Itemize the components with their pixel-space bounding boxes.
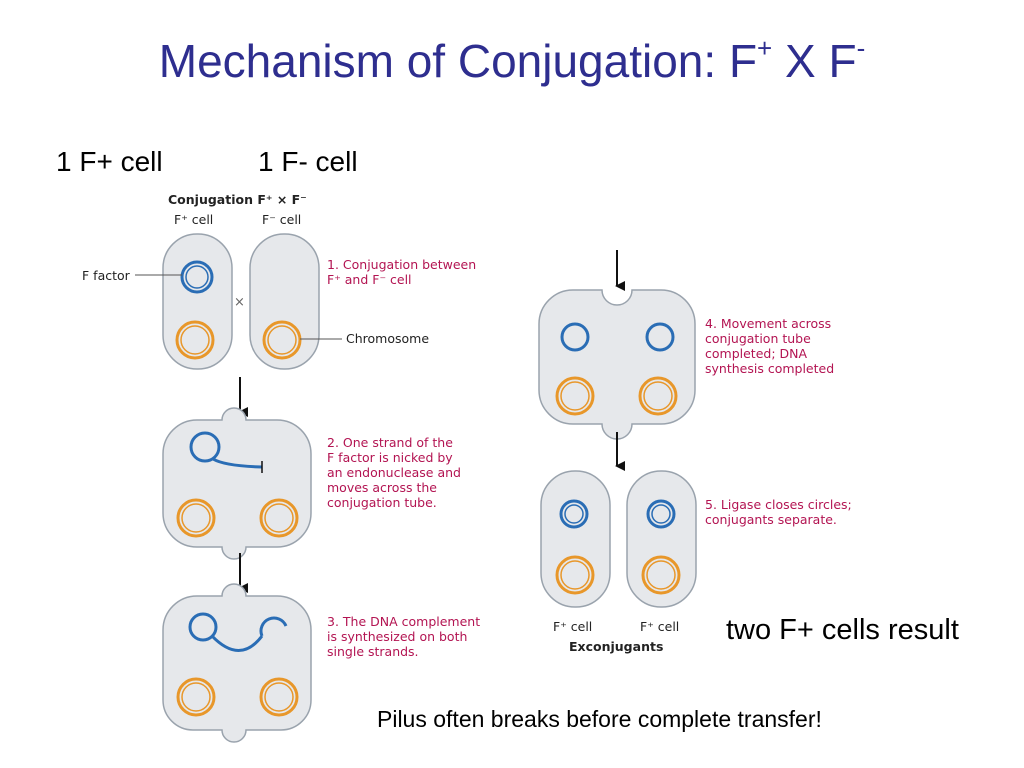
- header-fplus: 1 F+ cell: [56, 146, 163, 177]
- exconj-right-label: F⁺ cell: [640, 619, 680, 634]
- slide-title: Mechanism of Conjugation: F+ X F-: [158, 32, 866, 87]
- pilus-note: Pilus often breaks before complete trans…: [377, 706, 822, 732]
- exconjugants-label: Exconjugants: [569, 639, 664, 654]
- f-factor-plasmid: [180, 260, 214, 294]
- fminus-cell-label: F⁻ cell: [262, 212, 302, 227]
- result-text: two F+ cells result: [726, 614, 959, 646]
- fplus-cell-label: F⁺ cell: [174, 212, 214, 227]
- fminus-cell-body: [249, 233, 320, 370]
- figure-heading: Conjugation F⁺ × F⁻: [168, 192, 307, 207]
- stage2-cells: [162, 407, 312, 560]
- stage5-cells: [540, 470, 697, 608]
- fplus-cell-body: [162, 233, 233, 370]
- stage3-cells: [162, 583, 312, 743]
- header-fminus: 1 F- cell: [258, 146, 358, 177]
- f-factor-label: F factor: [82, 268, 130, 283]
- step-5-text: 5. Ligase closes circles;conjugants sepa…: [705, 497, 852, 527]
- stage4-cells: [538, 289, 696, 440]
- chromosome-label: Chromosome: [346, 331, 430, 346]
- stage1-cells: [135, 233, 342, 370]
- chromosome-fminus: [262, 320, 302, 360]
- chromosome-fplus: [175, 320, 215, 360]
- cross-mark: ×: [234, 295, 245, 310]
- exconj-left-label: F⁺ cell: [553, 619, 593, 634]
